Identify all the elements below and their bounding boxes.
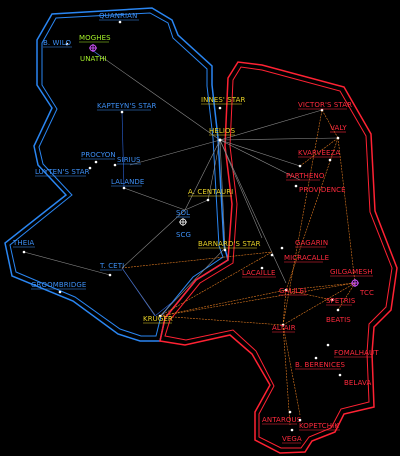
star-quanrian[interactable]: QUANRIAN (99, 12, 139, 24)
star-label: HELIOS (209, 127, 236, 135)
star-victors-star[interactable]: VICTOR'S STAR (298, 101, 352, 112)
star-a-centauri[interactable]: A. CENTAURI (188, 188, 233, 202)
star-kapteyns-star[interactable]: KAPTEYN'S STAR (97, 102, 157, 114)
star-antarous[interactable]: ANTAROUS (262, 410, 302, 425)
star-luytens-star[interactable]: LUYTEN'S STAR (35, 166, 92, 177)
star-label: MICRACALLE (284, 254, 329, 262)
route-network (23, 49, 356, 426)
star-sirius[interactable]: SIRIUS (113, 156, 141, 167)
star-b-berenices[interactable]: B. BERENICES (295, 356, 345, 370)
star-label: B. WILO (43, 39, 71, 47)
star-label: FOMALHAUT (334, 349, 379, 357)
star-lalande[interactable]: LALANDE (111, 178, 144, 190)
star-lacaille[interactable]: LACAILLE (242, 266, 276, 278)
star-label: KOPETCHIK (299, 422, 339, 430)
star-label: INNES' STAR (201, 96, 246, 104)
star-label: PROVIDENCE (299, 186, 346, 194)
star-label: BEATIS (326, 316, 351, 324)
star-groombridge[interactable]: GROOMBRIDGE (31, 281, 86, 294)
star-gilgamesh[interactable]: GILGAMESH (330, 268, 373, 287)
star-partheno[interactable]: PARTHENO (286, 164, 325, 181)
star-label: VEGA (282, 435, 302, 443)
star-label: MOGHES (79, 34, 111, 42)
star-label: KRUGER (143, 315, 173, 323)
star-kopetchik[interactable]: KOPETCHIK (298, 418, 340, 431)
star-label: LACAILLE (242, 269, 276, 277)
star-label: UNATHI (80, 55, 107, 63)
star-label: SOL (176, 209, 190, 217)
star-label: GILGAMESH (330, 268, 373, 276)
red-territory-border (159, 61, 398, 454)
star-altair[interactable]: ALTAIR (272, 323, 296, 333)
star-label: LUYTEN'S STAR (35, 168, 90, 176)
star-label: ANTAROUS (262, 416, 302, 424)
star-galilei[interactable]: GALILEI (279, 287, 307, 296)
star-label: GAGARIN (295, 239, 328, 247)
star-label: SCG (176, 231, 191, 239)
star-belava[interactable]: BELAVA (338, 373, 372, 387)
star-label: VALY (330, 124, 347, 132)
star-label: A. CENTAURI (188, 188, 233, 196)
star-label: SIRIUS (117, 156, 141, 164)
star-label: ALTAIR (272, 324, 296, 332)
star-gagarin[interactable]: GAGARIN (280, 239, 328, 250)
star-label: BELAVA (344, 379, 371, 387)
star-label: VICTOR'S STAR (298, 101, 352, 109)
star-label: SPETRIS (326, 297, 356, 305)
star-label: PARTHENO (286, 172, 325, 180)
star-label: GALILEI (279, 287, 306, 295)
star-tcc[interactable]: TCC (359, 289, 374, 297)
star-theia[interactable]: THEIA (12, 239, 35, 254)
star-scg[interactable]: SCG (176, 231, 191, 239)
star-beatis[interactable]: BEATIS (326, 308, 351, 324)
star-label: TCC (359, 289, 374, 297)
star-label: THEIA (12, 239, 34, 247)
star-barnards-star[interactable]: BARNARD'S STAR (198, 240, 261, 252)
star-helios[interactable]: HELIOS (209, 127, 236, 142)
star-procyon[interactable]: PROCYON (81, 151, 116, 164)
star-micracalle[interactable]: MICRACALLE (270, 253, 329, 263)
star-label: QUANRIAN (99, 12, 137, 20)
star-moghes[interactable]: MOGHES (79, 34, 111, 52)
star-t-ceti[interactable]: T. CETI (99, 262, 124, 277)
star-fomalhaut[interactable]: FOMALHAUT (326, 343, 380, 358)
star-label: LALANDE (111, 178, 144, 186)
star-label: GROOMBRIDGE (31, 281, 86, 289)
star-unathi[interactable]: UNATHI (80, 55, 107, 63)
star-label: KVARVEEZA (298, 149, 340, 157)
star-label: B. BERENICES (295, 361, 345, 369)
star-label: PROCYON (81, 151, 116, 159)
star-vega[interactable]: VEGA (282, 428, 302, 444)
star-sol[interactable]: SOL (176, 209, 190, 226)
star-label: T. CETI (99, 262, 124, 270)
star-innes-star[interactable]: INNES' STAR (201, 96, 246, 110)
star-label: BARNARD'S STAR (198, 240, 261, 248)
star-label: KAPTEYN'S STAR (97, 102, 157, 110)
star-providence[interactable]: PROVIDENCE (294, 184, 346, 194)
star-b-wilo[interactable]: B. WILO (43, 39, 72, 48)
star-spetris[interactable]: SPETRIS (326, 297, 356, 306)
star-valy[interactable]: VALY (330, 124, 347, 140)
star-kruger[interactable]: KRUGER (143, 314, 173, 324)
star-kvarveeza[interactable]: KVARVEEZA (298, 149, 340, 162)
